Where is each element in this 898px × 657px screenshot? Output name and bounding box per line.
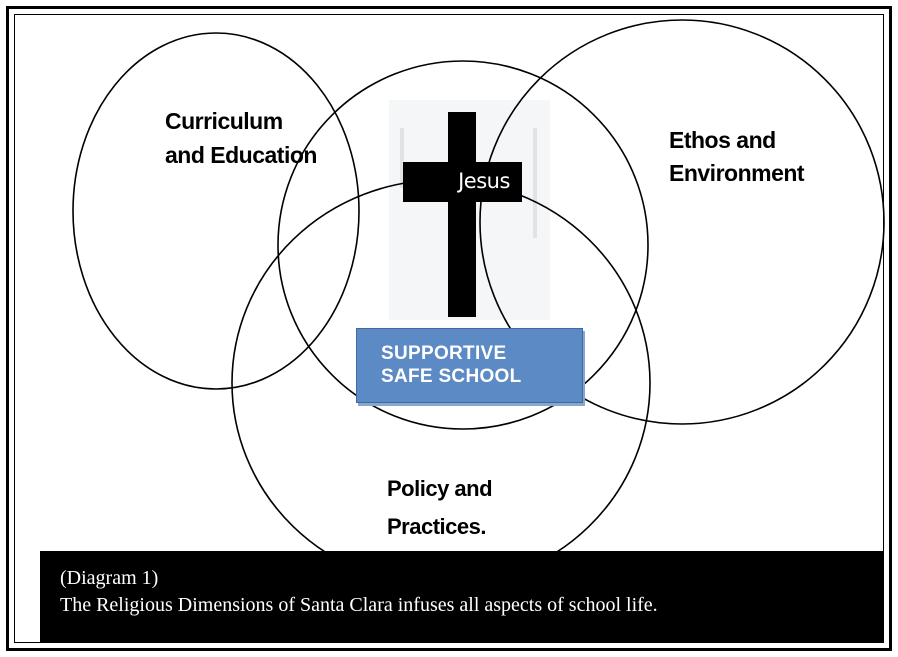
cross-shadow-left bbox=[400, 128, 404, 188]
ethos-label: Ethos and Environment bbox=[669, 127, 805, 186]
supportive-safe-school-label: SUPPORTIVE SAFE SCHOOL bbox=[381, 343, 522, 387]
outer-border bbox=[6, 6, 892, 651]
caption-text: The Religious Dimensions of Santa Clara … bbox=[60, 594, 658, 616]
supportive-safe-school-box: SUPPORTIVE SAFE SCHOOL bbox=[356, 328, 583, 403]
cross-label: Jesus bbox=[458, 169, 510, 193]
caption-box: (Diagram 1) The Religious Dimensions of … bbox=[40, 551, 884, 643]
cross-icon bbox=[403, 112, 522, 317]
curriculum-circle bbox=[72, 32, 360, 390]
caption-title: (Diagram 1) bbox=[60, 567, 159, 589]
curriculum-label: Curriculum and Education bbox=[165, 108, 317, 168]
ethos-circle bbox=[479, 19, 885, 425]
center-circle bbox=[277, 60, 649, 430]
cross-shadow-right bbox=[533, 128, 537, 238]
policy-label: Policy and Practices. bbox=[387, 476, 493, 539]
